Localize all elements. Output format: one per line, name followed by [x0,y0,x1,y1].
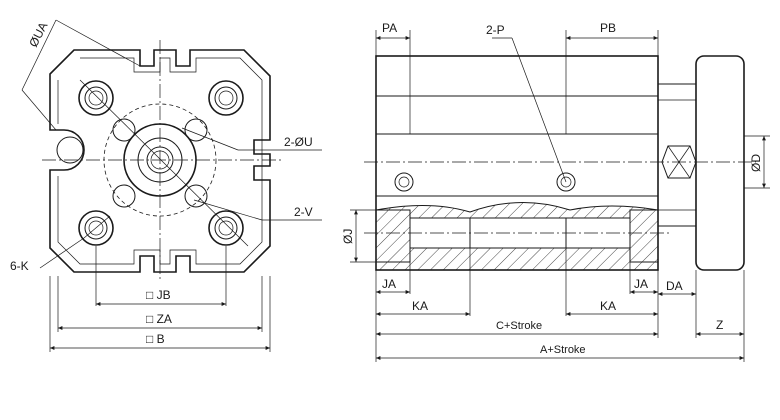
label-pa: PA [382,21,397,35]
front-plate-inner [57,57,263,265]
label-za: □ ZA [146,312,172,326]
rod-end-plate [695,55,745,271]
side-view: ØD ØJ PA 2-P PB JA KA [341,21,770,362]
small-hole-bl [112,184,136,208]
label-jb: □ JB [146,288,171,302]
center-thread [146,146,174,174]
left-notch-circle [56,136,84,164]
label-b: □ B [146,332,165,346]
label-v: 2-V [294,205,313,219]
front-view: ØUA 2-ØU 2-V 6-K □ JB □ ZA □ B [10,19,322,352]
small-hole-tl [112,118,136,142]
label-p: 2-P [486,23,505,37]
small-hole-br [184,184,208,208]
label-c-stroke: C+Stroke [496,320,542,332]
port-right [556,172,576,192]
label-d: ØD [749,154,763,172]
label-da: DA [666,279,683,293]
mounting-hole-top-left [78,80,114,116]
mounting-hole-bottom-left [78,210,114,246]
port-left [394,172,414,192]
label-j: ØJ [341,229,355,244]
mounting-hole-bottom-right [208,210,244,246]
label-ja-left: JA [382,277,396,291]
pitch-circle [103,103,217,217]
front-plate-outline [49,49,271,273]
center-bore [137,137,183,183]
label-ka-right: KA [600,299,616,313]
label-ka-left: KA [412,299,428,313]
piston-rod [657,83,697,227]
small-hole-tr [184,118,208,142]
mounting-hole-top-right [208,80,244,116]
label-pb: PB [600,21,616,35]
label-ua: ØUA [26,20,50,50]
center-boss [123,123,197,197]
label-a-stroke: A+Stroke [540,344,586,356]
label-z: Z [716,318,723,332]
label-k: 6-K [10,259,29,273]
label-u: 2-ØU [284,135,313,149]
label-ja-right: JA [634,277,648,291]
